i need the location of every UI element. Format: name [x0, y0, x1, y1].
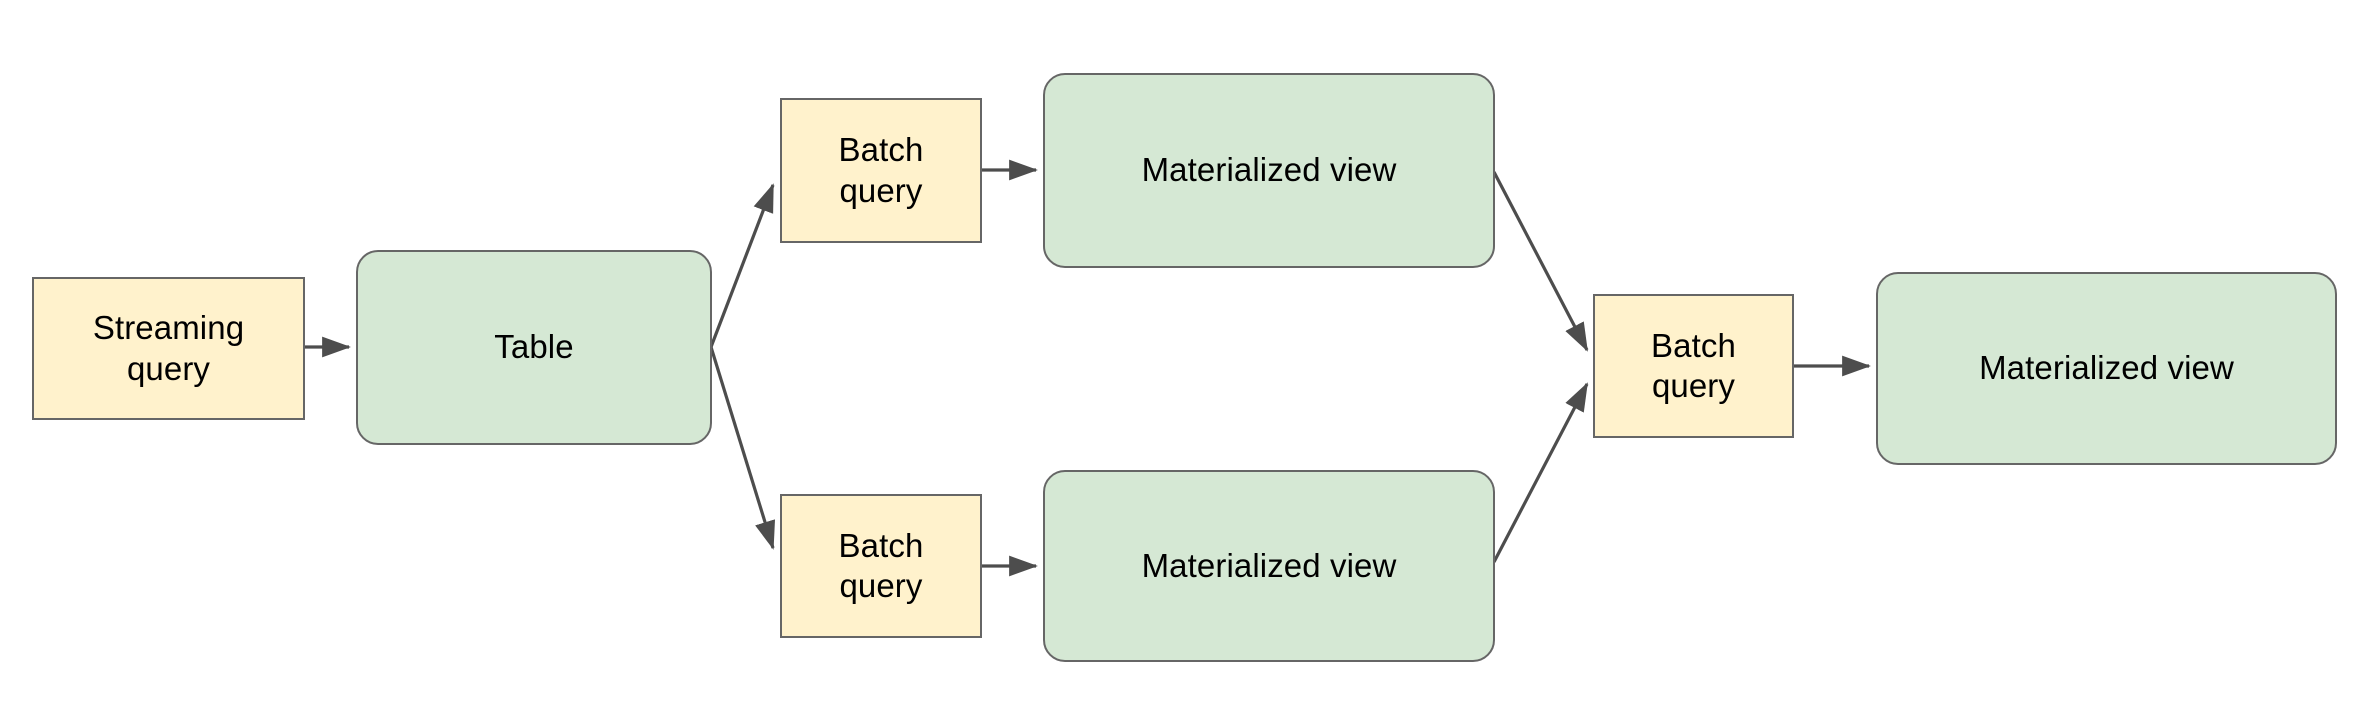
- node-batch-query-right[interactable]: Batch query: [1593, 294, 1794, 438]
- node-materialized-view-top[interactable]: Materialized view: [1043, 73, 1495, 268]
- edge-mv-top-to-batch-right: [1492, 171, 1589, 352]
- node-batch-query-right-label: Batch query: [1651, 326, 1736, 404]
- edge-table-to-batch-top: [709, 183, 775, 348]
- node-batch-query-bottom-label: Batch query: [838, 526, 924, 604]
- node-batch-query-top-label: Batch query: [838, 131, 924, 209]
- node-batch-query-top[interactable]: Batch query: [780, 98, 982, 243]
- node-streaming-query-label: Streaming query: [92, 309, 245, 387]
- node-table-label: Table: [494, 328, 574, 366]
- node-materialized-view-bottom-label: Materialized view: [1141, 546, 1397, 584]
- edge-table-to-batch-bottom: [709, 346, 776, 550]
- node-materialized-view-top-label: Materialized view: [1141, 151, 1397, 189]
- node-materialized-view-bottom[interactable]: Materialized view: [1043, 470, 1495, 662]
- node-streaming-query[interactable]: Streaming query: [32, 277, 305, 420]
- node-materialized-view-right-label: Materialized view: [1979, 349, 2234, 387]
- node-table[interactable]: Table: [356, 250, 712, 445]
- edge-mv-bottom-to-batch-right: [1492, 382, 1589, 563]
- node-batch-query-bottom[interactable]: Batch query: [780, 494, 982, 638]
- node-materialized-view-right[interactable]: Materialized view: [1876, 272, 2337, 465]
